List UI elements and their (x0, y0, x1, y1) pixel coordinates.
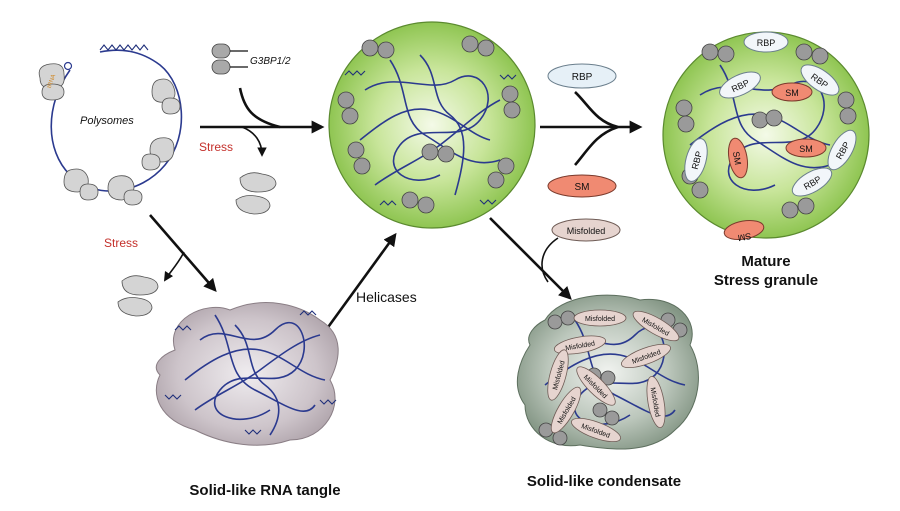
ribosome: tRNA (38, 63, 65, 101)
helicases-arrow (324, 232, 397, 331)
stress-down-arrow (149, 214, 217, 292)
condensate-misfolded-tags: Misfolded Misfolded Misfolded Misfolded … (547, 309, 680, 443)
sm-tag: SM (731, 151, 743, 166)
released-ribosome-pair (235, 172, 277, 215)
misfolded-pill: Misfolded (551, 218, 621, 242)
sm-tag: SM (799, 144, 813, 154)
ribosome (107, 175, 143, 206)
polysomes-group: tRNA Polysomes (38, 44, 183, 206)
stress-granule-core (328, 21, 536, 229)
sm-pill: SM (547, 174, 617, 198)
sm-tag: SM (737, 231, 752, 243)
core-rna-network (359, 54, 501, 196)
mature-g3bp-clusters (675, 43, 857, 219)
misfolded-pill-label: Misfolded (567, 226, 606, 236)
rna-tangle-label: Solid-like RNA tangle (189, 482, 340, 499)
ribosome (141, 137, 175, 171)
g3bp-dimer: G3BP1/2 (211, 43, 291, 75)
mature-label-line1: Mature (741, 253, 790, 270)
misfolded-tag: Misfolded (585, 316, 615, 323)
mature-stress-granule: RBP RBP RBP RBP RBP RBP SM SM SM SM (662, 31, 870, 243)
rbp-curved-arrow (574, 91, 619, 129)
poly-a-tail (99, 44, 149, 51)
granule-to-condensate-arrow (489, 217, 572, 300)
ribosome-tag-label: tRNA (47, 74, 58, 90)
rbp-pill-label: RBP (572, 72, 593, 83)
core-poly-a-tails (344, 70, 517, 206)
rbp-tag: RBP (690, 150, 704, 170)
cap-circle (63, 61, 73, 71)
mature-label-line2: Stress granule (714, 272, 818, 289)
condensate-label: Solid-like condensate (527, 473, 681, 490)
g3bp-label: G3BP1/2 (250, 56, 291, 67)
mature-rbp-tags: RBP RBP RBP RBP RBP RBP (684, 31, 857, 197)
ribosome (151, 78, 181, 115)
polysome-mrna-loop (50, 49, 183, 192)
condensate-blob: Misfolded Misfolded Misfolded Misfolded … (516, 294, 699, 450)
sm-pill-label: SM (575, 182, 590, 193)
mature-sm-tags: SM SM SM SM (723, 82, 827, 243)
rbp-pill: RBP (547, 63, 617, 89)
rbp-tag: RBP (757, 38, 776, 48)
helicases-label: Helicases (356, 289, 417, 305)
polysomes-label: Polysomes (80, 115, 134, 127)
released-ribosome-pair-left (117, 275, 159, 317)
stress-label-top: Stress (199, 140, 233, 154)
release-curved-arrow (241, 126, 267, 157)
ribosome (63, 168, 99, 201)
rna-tangle-blob (155, 302, 339, 446)
stress-label-left: Stress (104, 236, 138, 250)
sm-curved-arrow (574, 125, 619, 166)
misfolded-curved-arrow (541, 237, 559, 283)
core-g3bp-clusters (337, 35, 521, 214)
g3bp-curved-arrow (238, 87, 281, 129)
tangle-rna-lines (184, 314, 326, 436)
tangle-poly-a-tails (164, 310, 337, 435)
sm-tag: SM (785, 88, 799, 98)
stress-left-release-arrow (163, 251, 185, 282)
